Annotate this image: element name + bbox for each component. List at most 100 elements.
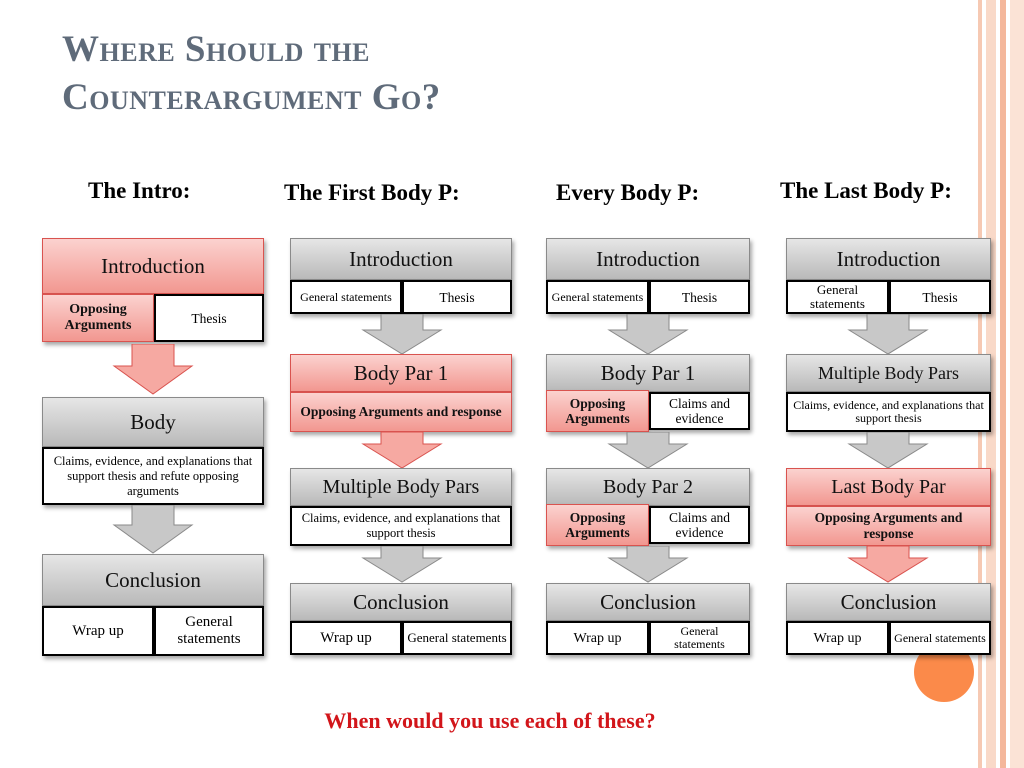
thesis-box: Thesis	[649, 280, 750, 314]
gray-down-arrow	[607, 314, 689, 355]
body-text: Claims, evidence, and explanations that …	[793, 398, 984, 425]
wrap-up-label: Wrap up	[72, 622, 124, 639]
gray-down-arrow	[847, 432, 929, 469]
intro-label: Introduction	[596, 246, 700, 271]
general-statements-label: General statements	[177, 614, 241, 647]
wrap-up-box: Wrap up	[786, 621, 889, 655]
body-par-1-box: Body Par 1	[546, 354, 750, 392]
claims-evidence-box: Claims and evidence	[649, 392, 750, 430]
last-body-par-label: Last Body Par	[831, 475, 946, 498]
thesis-box: Thesis	[402, 280, 512, 314]
claims-evidence-box: Claims and evidence	[649, 506, 750, 544]
general-statements-box: General statements	[786, 280, 889, 314]
column-heading-intro: The Intro:	[88, 178, 191, 203]
intro-label: Introduction	[349, 246, 453, 271]
gray-down-arrow	[361, 546, 443, 583]
wrap-up-box: Wrap up	[290, 621, 402, 655]
last-body-par-box: Last Body Par	[786, 468, 991, 506]
general-statements-label: General statements	[551, 289, 644, 304]
gray-down-arrow	[847, 314, 929, 355]
general-statements-box: General statements	[402, 621, 512, 655]
body-par-1-label: Body Par 1	[353, 360, 449, 385]
gray-down-arrow	[607, 546, 689, 583]
wrap-up-label: Wrap up	[320, 629, 372, 646]
red-down-arrow	[112, 344, 194, 395]
general-statements-label: General statements	[407, 630, 507, 645]
general-statements-box: General statements	[154, 606, 264, 656]
slide-title: Where Should the Counterargument Go?	[62, 26, 441, 122]
decorative-stripe	[1010, 0, 1024, 768]
title-line-1: Where Should the	[62, 29, 371, 70]
opposing-arguments-box: Opposing Arguments	[546, 504, 649, 546]
thesis-label: Thesis	[191, 310, 227, 326]
column-heading-last-body: The Last Body P:	[780, 178, 952, 203]
opposing-arguments-box: Opposing Arguments	[42, 294, 154, 342]
thesis-box: Thesis	[889, 280, 991, 314]
conclusion-box: Conclusion	[290, 583, 512, 621]
opposing-arguments-response-box: Opposing Arguments and response	[786, 506, 991, 546]
multiple-body-pars-box: Multiple Body Pars	[290, 468, 512, 506]
gray-down-arrow	[361, 314, 443, 355]
conclusion-label: Conclusion	[600, 589, 696, 614]
opposing-arguments-label: Opposing Arguments	[64, 302, 132, 333]
red-down-arrow	[847, 546, 929, 583]
multiple-body-pars-label: Multiple Body Pars	[322, 475, 480, 498]
multiple-body-pars-label: Multiple Body Pars	[817, 362, 959, 383]
wrap-up-label: Wrap up	[813, 630, 862, 646]
general-statements-box: General statements	[546, 280, 649, 314]
thesis-box: Thesis	[154, 294, 264, 342]
body-par-2-box: Body Par 2	[546, 468, 750, 506]
opposing-arguments-label: Opposing Arguments	[565, 510, 630, 540]
conclusion-box: Conclusion	[786, 583, 991, 621]
body-text: Claims, evidence, and explanations that …	[53, 453, 253, 498]
intro-box: Introduction	[546, 238, 750, 280]
title-line-2: Counterargument Go?	[62, 77, 441, 118]
general-statements-label: General statements	[674, 624, 725, 651]
conclusion-label: Conclusion	[105, 567, 201, 592]
general-statements-label: General statements	[894, 630, 986, 645]
body-label: Body	[130, 409, 176, 434]
body-text-box: Claims, evidence, and explanations that …	[42, 447, 264, 505]
opposing-arguments-response-box: Opposing Arguments and response	[290, 392, 512, 432]
body-text: Claims, evidence, and explanations that …	[301, 511, 501, 540]
general-statements-box: General statements	[649, 621, 750, 655]
multiple-body-pars-box: Multiple Body Pars	[786, 354, 991, 392]
thesis-label: Thesis	[922, 289, 958, 305]
general-statements-box: General statements	[290, 280, 402, 314]
wrap-up-box: Wrap up	[42, 606, 154, 656]
intro-label: Introduction	[836, 246, 941, 271]
claims-evidence-label: Claims and evidence	[668, 510, 731, 540]
claims-evidence-label: Claims and evidence	[668, 396, 731, 426]
body-text-box: Claims, evidence, and explanations that …	[290, 506, 512, 546]
general-statements-box: General statements	[889, 621, 991, 655]
wrap-up-label: Wrap up	[573, 630, 622, 646]
intro-box: Introduction	[42, 238, 264, 294]
general-statements-label: General statements	[810, 282, 865, 311]
conclusion-label: Conclusion	[353, 589, 449, 614]
gray-down-arrow	[607, 432, 689, 469]
body-par-2-label: Body Par 2	[603, 475, 693, 498]
conclusion-label: Conclusion	[840, 589, 937, 614]
opposing-arguments-response-label: Opposing Arguments and response	[300, 404, 502, 419]
decorative-stripe	[986, 0, 996, 768]
body-par-1-label: Body Par 1	[600, 360, 696, 385]
intro-box: Introduction	[290, 238, 512, 280]
decorative-stripe	[1000, 0, 1006, 768]
column-heading-every-body: Every Body P:	[556, 180, 700, 205]
conclusion-box: Conclusion	[42, 554, 264, 606]
intro-box: Introduction	[786, 238, 991, 280]
body-text-box: Claims, evidence, and explanations that …	[786, 392, 991, 432]
thesis-label: Thesis	[681, 289, 718, 305]
conclusion-box: Conclusion	[546, 583, 750, 621]
thesis-label: Thesis	[439, 289, 475, 305]
intro-label: Introduction	[101, 253, 205, 278]
opposing-arguments-label: Opposing Arguments	[565, 396, 630, 426]
opposing-arguments-response-label: Opposing Arguments and response	[814, 510, 963, 541]
gray-down-arrow	[112, 505, 194, 554]
body-box: Body	[42, 397, 264, 447]
body-par-1-box: Body Par 1	[290, 354, 512, 392]
wrap-up-box: Wrap up	[546, 621, 649, 655]
opposing-arguments-box: Opposing Arguments	[546, 390, 649, 432]
red-down-arrow	[361, 432, 443, 469]
general-statements-label: General statements	[300, 289, 392, 304]
